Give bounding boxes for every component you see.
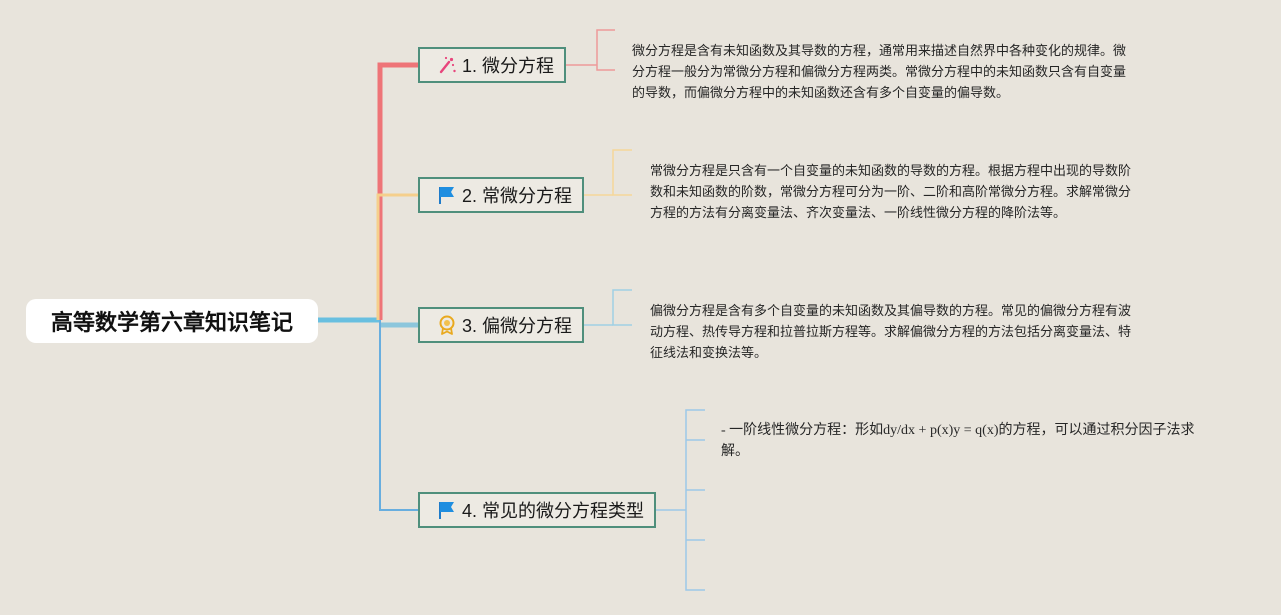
connector-branch-1 bbox=[377, 62, 418, 320]
branch-ordinary-differential-equations[interactable]: 2. 常微分方程 bbox=[418, 177, 584, 213]
flag-icon bbox=[436, 499, 458, 521]
award-icon bbox=[436, 314, 458, 336]
root-topic-title: 高等数学第六章知识笔记 bbox=[50, 310, 293, 335]
branch-label: 2. 常微分方程 bbox=[462, 186, 573, 206]
magic-wand-icon bbox=[436, 54, 458, 76]
root-topic[interactable]: 高等数学第六章知识笔记 bbox=[26, 299, 318, 343]
connector-branch-4 bbox=[379, 320, 418, 511]
bracket-note-1 bbox=[596, 29, 615, 71]
note-text: 微分方程是含有未知函数及其导数的方程，通常用来描述自然界中各种变化的规律。微分方… bbox=[632, 43, 1127, 100]
note-text: 常微分方程是只含有一个自变量的未知函数的导数的方程。根据方程中出现的导数阶数和未… bbox=[650, 163, 1132, 220]
note-ordinary-differential-equations: 常微分方程是只含有一个自变量的未知函数的导数的方程。根据方程中出现的导数阶数和未… bbox=[650, 160, 1142, 223]
branch-common-equation-types[interactable]: 4. 常见的微分方程类型 bbox=[418, 492, 656, 528]
branch-label: 1. 微分方程 bbox=[462, 56, 555, 76]
branch-label: 3. 偏微分方程 bbox=[462, 316, 573, 336]
connector-branch-2 bbox=[376, 193, 418, 320]
branch-differential-equations[interactable]: 1. 微分方程 bbox=[418, 47, 566, 83]
bracket-note-4 bbox=[685, 409, 705, 591]
bracket-note-3 bbox=[612, 289, 632, 326]
note-partial-differential-equations: 偏微分方程是含有多个自变量的未知函数及其偏导数的方程。常见的偏微分方程有波动方程… bbox=[650, 300, 1142, 363]
bracket-note-2 bbox=[612, 149, 632, 196]
note-first-order-linear: - 一阶线性微分方程：形如dy/dx + p(x)y = q(x)的方程，可以通… bbox=[721, 420, 1201, 462]
note-differential-equations: 微分方程是含有未知函数及其导数的方程，通常用来描述自然界中各种变化的规律。微分方… bbox=[632, 40, 1138, 103]
branch-label: 4. 常见的微分方程类型 bbox=[462, 501, 645, 521]
note-text: - 一阶线性微分方程：形如dy/dx + p(x)y = q(x)的方程，可以通… bbox=[721, 423, 1195, 459]
branch-partial-differential-equations[interactable]: 3. 偏微分方程 bbox=[418, 307, 584, 343]
note-text: 偏微分方程是含有多个自变量的未知函数及其偏导数的方程。常见的偏微分方程有波动方程… bbox=[650, 303, 1132, 360]
flag-icon bbox=[436, 184, 458, 206]
